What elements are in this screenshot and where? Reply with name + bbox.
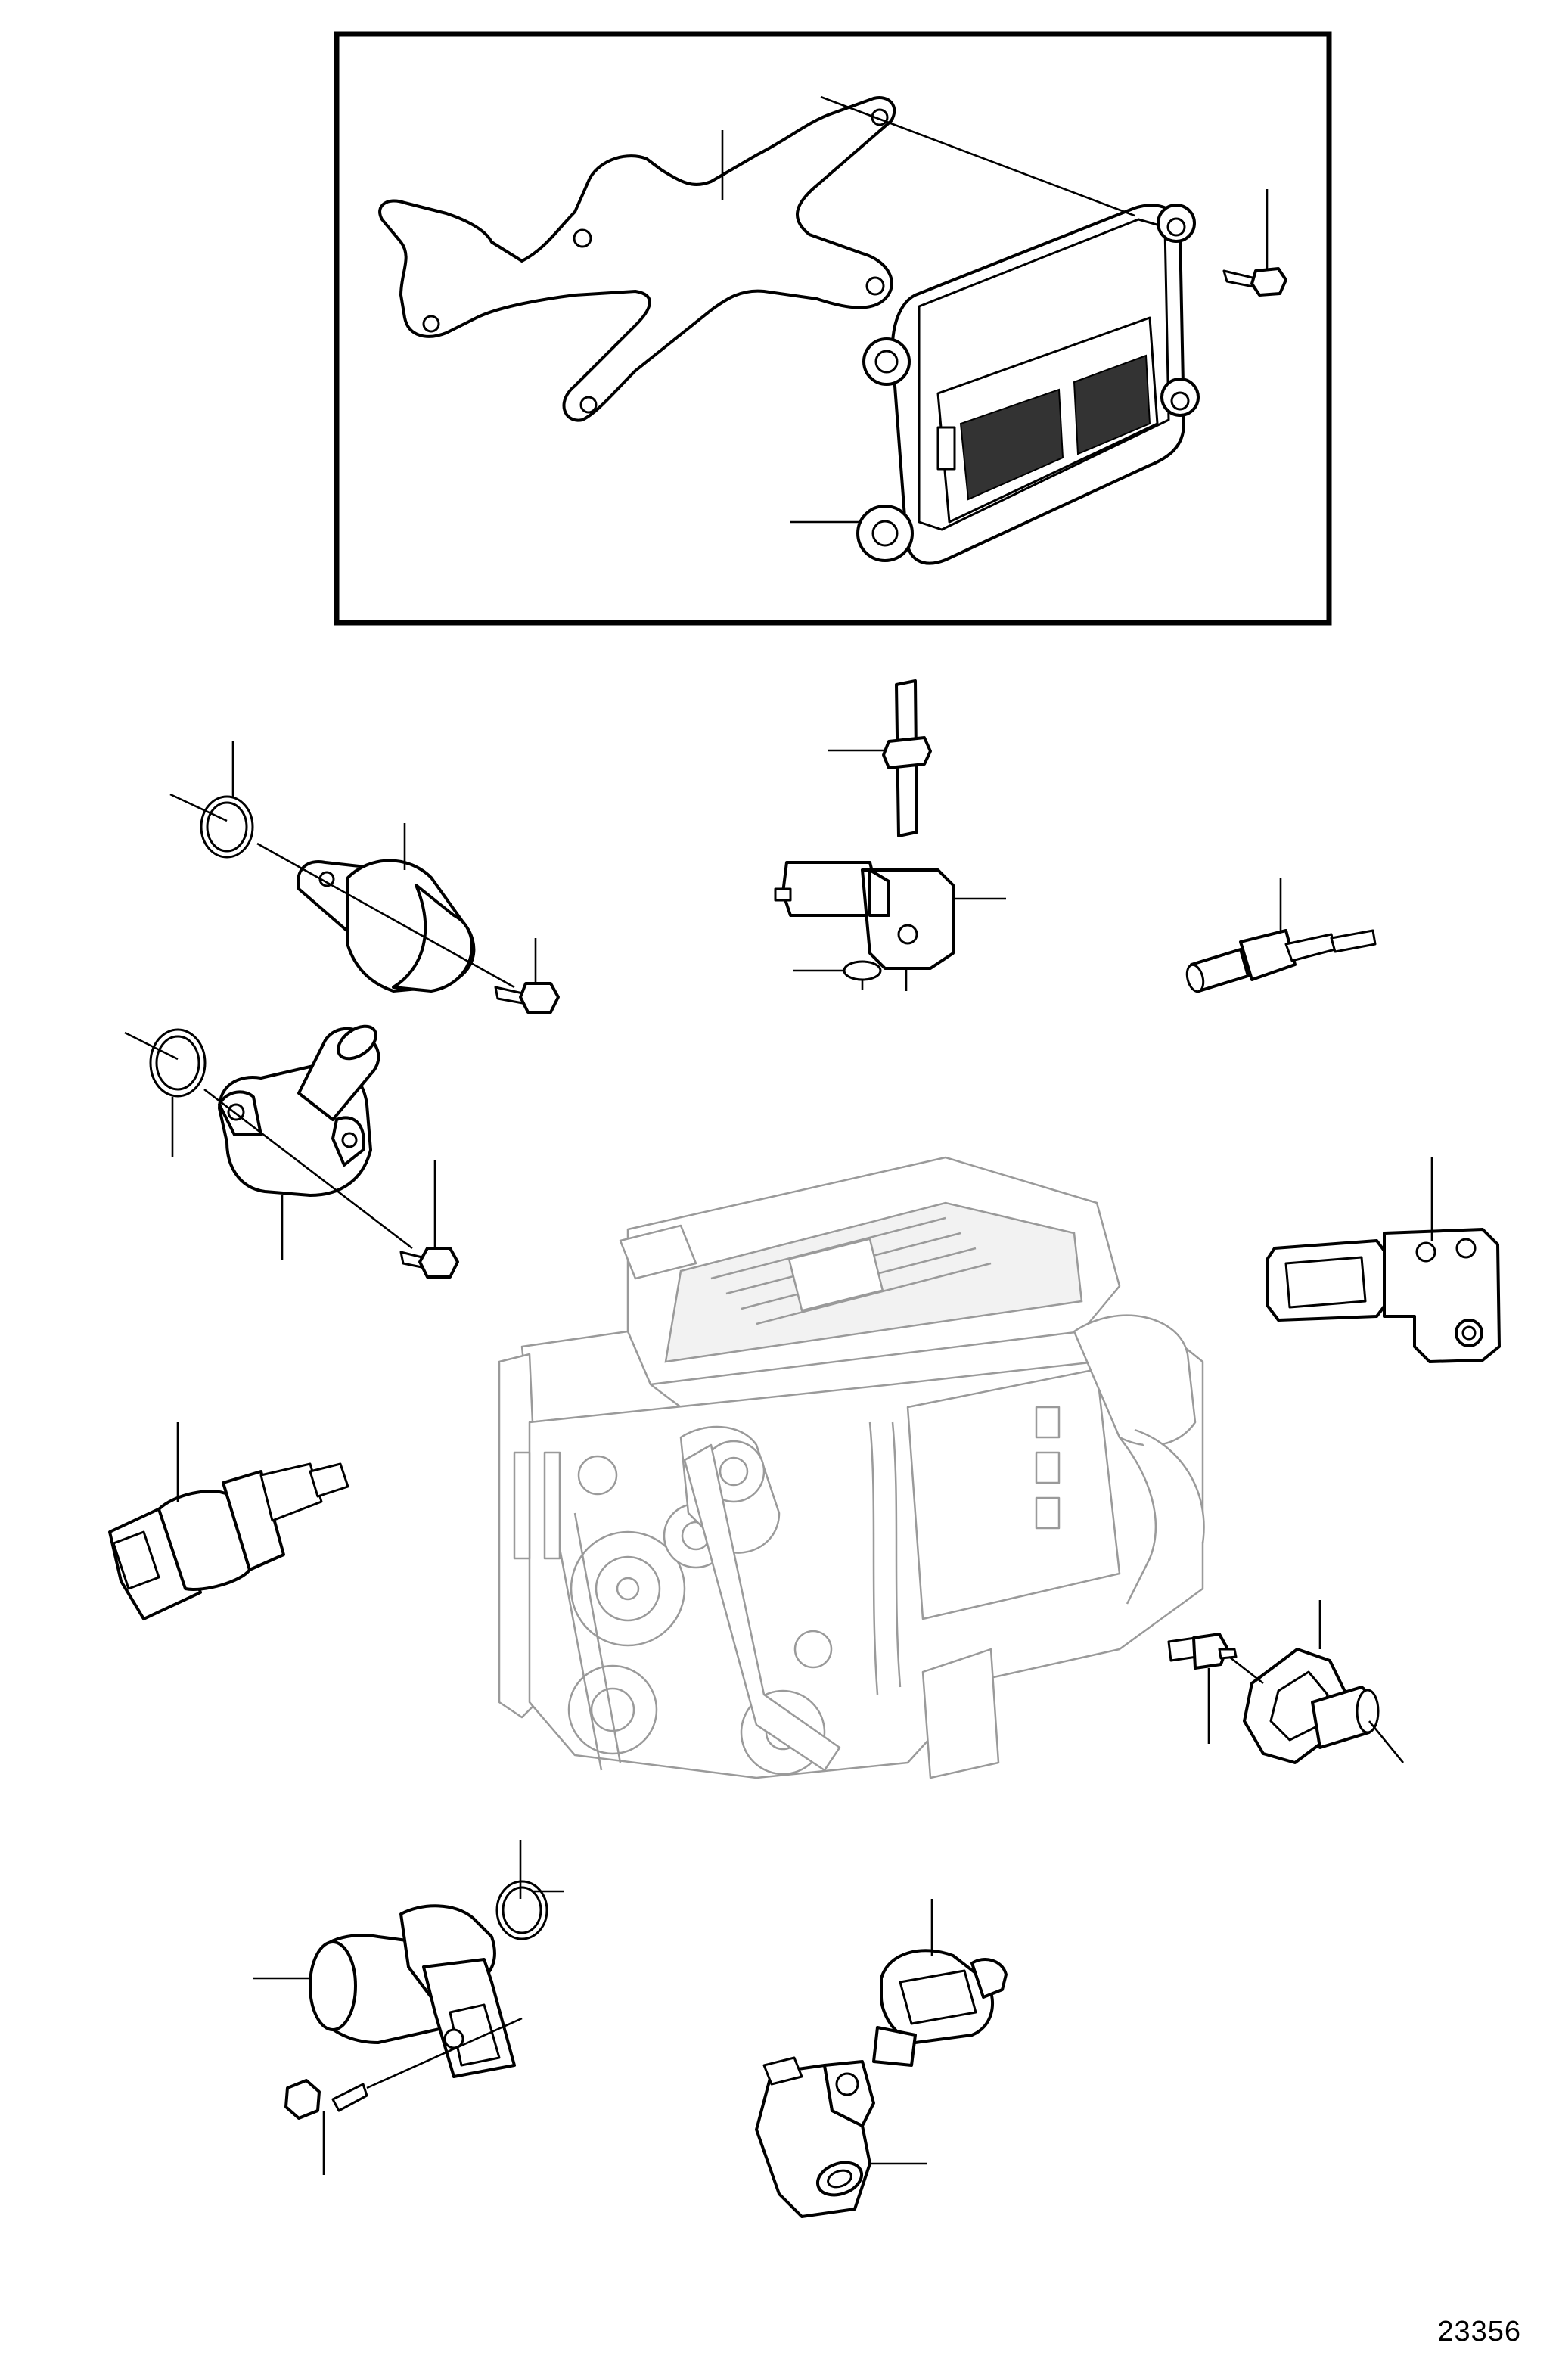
map-sensor — [774, 679, 955, 981]
ecu-mounting-bracket — [378, 96, 896, 422]
throttle-position-sensor — [149, 1024, 459, 1279]
oil-pressure-sender — [755, 1949, 1008, 2218]
engine-assembly — [498, 1156, 1205, 1779]
engine-control-unit — [856, 204, 1200, 565]
camshaft-position-sensor — [1266, 1228, 1501, 1363]
idle-air-control-valve — [200, 795, 560, 1014]
crankshaft-position-sensor — [284, 1880, 548, 2120]
ecu-mounting-screw — [1222, 267, 1287, 297]
pressure-switch — [1167, 1633, 1380, 1764]
coolant-temperature-sensor — [108, 1462, 349, 1620]
figure-reference-number: 23356 — [1437, 2316, 1521, 2347]
ecu-inset-frame — [334, 31, 1332, 626]
temperature-sender — [1185, 929, 1377, 993]
